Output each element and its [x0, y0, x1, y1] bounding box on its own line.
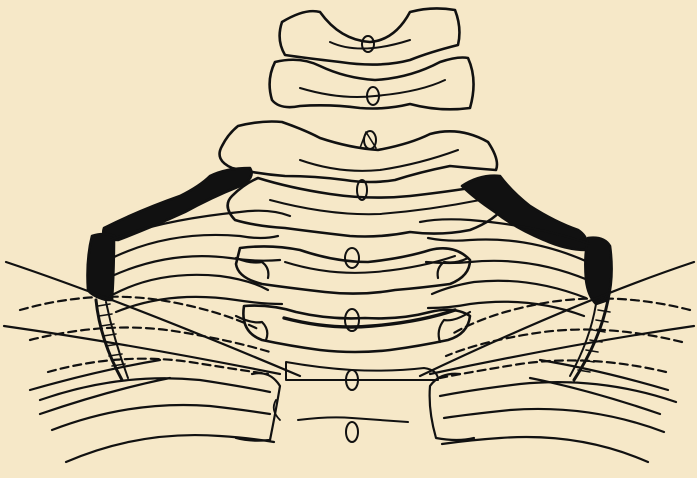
vertebra-7 [286, 362, 438, 442]
right-ribs [420, 219, 690, 462]
vertebra-5 [236, 246, 470, 293]
left-clavicle [103, 168, 251, 240]
vertebra-3 [220, 122, 497, 183]
right-scapula-edge [570, 238, 612, 380]
left-scapula-edge [88, 234, 129, 380]
vertebra-6 [243, 306, 470, 352]
left-ribs [20, 211, 290, 462]
vertebra-1 [280, 8, 460, 64]
